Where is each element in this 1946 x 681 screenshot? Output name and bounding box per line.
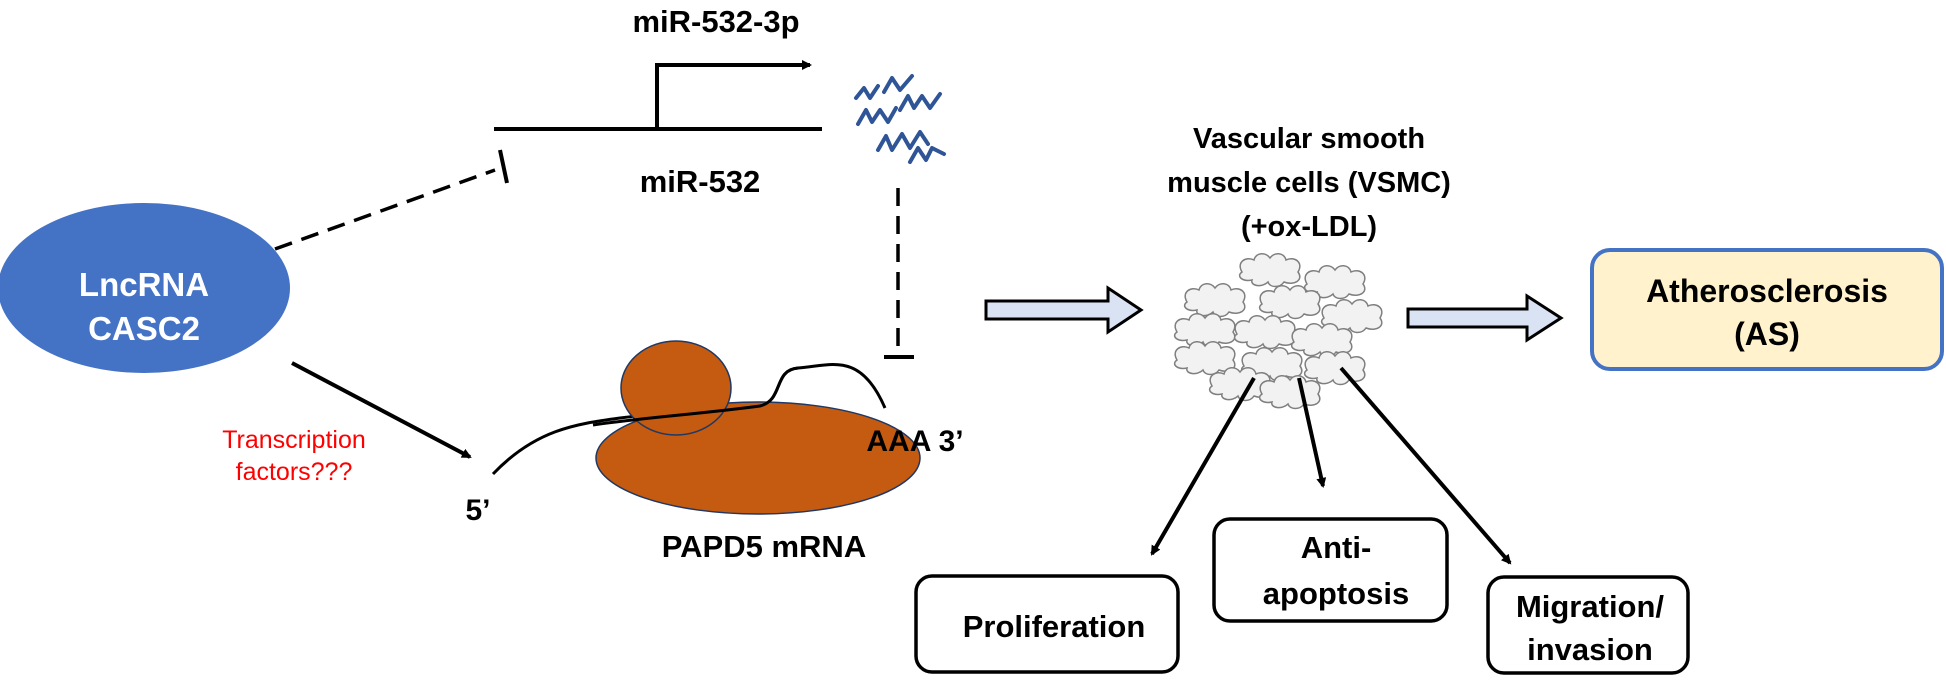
mirna-mature-label: miR-532-3p (632, 4, 799, 39)
arrow-to-proliferation (1150, 376, 1256, 556)
lncrna-gene-inhibition-bar (498, 149, 509, 184)
vsmc-label-line3: (+ox-LDL) (1241, 211, 1377, 243)
proliferation-label: Proliferation (963, 609, 1146, 644)
lncrna-mrna-arrow (291, 361, 472, 459)
atherosclerosis-box (1590, 248, 1944, 371)
mirna-molecules (854, 74, 946, 164)
transcription-note-line1: Transcription (222, 426, 366, 454)
vsmc-cell-cluster (1173, 252, 1383, 410)
migration-label-line1: Migration/ (1516, 589, 1664, 624)
transcription-note-line2: factors??? (236, 458, 353, 486)
atherosclerosis-label-line1: Atherosclerosis (1646, 273, 1888, 309)
arrow-to-migration (1339, 366, 1512, 565)
arrow-to-anti-apoptosis (1297, 377, 1327, 488)
five-prime-label: 5’ (465, 494, 490, 527)
vsmc-label-line2: muscle cells (VSMC) (1167, 167, 1451, 199)
fat-arrow-to-vsmc (984, 285, 1144, 335)
promoter-arrow (655, 60, 812, 129)
lncrna-gene-inhibition-line (274, 168, 496, 251)
three-prime-label: AAA 3’ (866, 425, 963, 458)
gene-label: miR-532 (640, 164, 761, 199)
mrna-strand-over-ribosome (592, 366, 799, 427)
proliferation-box (914, 574, 1180, 674)
lncrna-ellipse (0, 203, 290, 373)
anti-apoptosis-box (1212, 517, 1449, 623)
mrna-name-label: PAPD5 mRNA (662, 529, 866, 564)
vsmc-label-line1: Vascular smooth (1193, 123, 1425, 155)
lncrna-label-line2: CASC2 (88, 310, 200, 347)
fat-arrow-to-as (1406, 293, 1564, 343)
lncrna-label-line1: LncRNA (79, 266, 209, 303)
anti-apoptosis-label-line1: Anti- (1301, 530, 1372, 565)
migration-label-line2: invasion (1527, 632, 1653, 667)
atherosclerosis-label-line2: (AS) (1734, 316, 1800, 352)
migration-box (1486, 575, 1690, 675)
anti-apoptosis-label-line2: apoptosis (1263, 576, 1409, 611)
